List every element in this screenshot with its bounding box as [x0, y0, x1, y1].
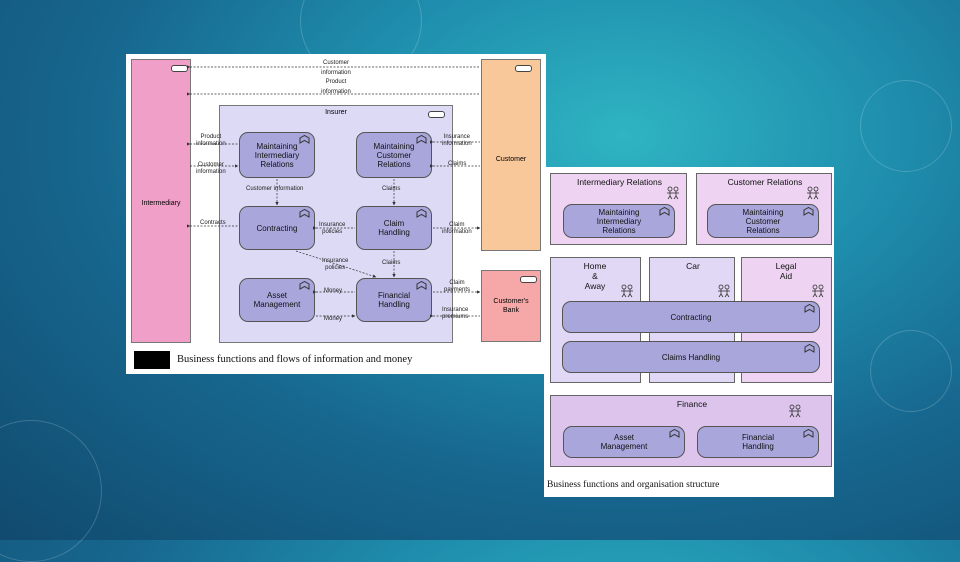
function-maintaining-customer-relations: Maintaining Customer Relations [356, 132, 432, 178]
org-title: Legal Aid [775, 261, 797, 281]
background-circle-4 [0, 420, 102, 562]
function-label: Asset Management [600, 433, 648, 451]
actor-icon [807, 186, 819, 200]
flow-label-customer-information-mid: Customer information [246, 186, 304, 192]
business-function-icon [416, 135, 427, 144]
function-claims-handling: Claims Handling [562, 341, 820, 373]
background-circle-2 [870, 330, 952, 412]
function-label: Contracting [670, 312, 712, 322]
flow-label-customer-information: Customer information [196, 162, 226, 175]
function-label: Claim Handling [378, 219, 410, 237]
role-icon [428, 111, 445, 118]
flow-label-insurance-policies-lower: Insurance policies [322, 258, 349, 271]
business-function-icon [803, 429, 814, 438]
background-circle-1 [860, 80, 952, 172]
intermediary-lane: Intermediary [131, 59, 191, 343]
figure-caption: Business functions and organisation stru… [547, 480, 720, 490]
function-maintaining-customer-relations: Maintaining Customer Relations [707, 204, 819, 238]
org-title: Home & Away [583, 261, 607, 291]
business-function-icon [803, 207, 814, 216]
function-maintaining-intermediary-relations: Maintaining Intermediary Relations [239, 132, 315, 178]
function-label: Maintaining Customer Relations [373, 141, 415, 169]
flow-label-information: information [321, 70, 351, 76]
flow-label-claims: Claims [382, 186, 401, 192]
customers-bank-lane: Customer's Bank [481, 270, 541, 342]
org-finance: Finance Asset Management Financial Handl… [550, 395, 832, 467]
flow-label-insurance-policies: Insurance policies [319, 222, 346, 235]
business-function-icon [669, 429, 680, 438]
org-title: Customer Relations [727, 177, 803, 187]
figure-caption: Business functions and flows of informat… [177, 354, 413, 365]
function-financial-handling: Financial Handling [697, 426, 819, 458]
flow-label-information: information [321, 89, 351, 95]
flow-label-claim-information: Claim information [442, 222, 472, 235]
function-financial-handling: Financial Handling [356, 278, 432, 322]
business-function-icon [299, 281, 310, 290]
function-label: Maintaining Intermediary Relations [596, 207, 642, 235]
business-function-icon [299, 135, 310, 144]
function-contracting: Contracting [239, 206, 315, 250]
org-title: Intermediary Relations [576, 177, 663, 187]
business-function-icon [804, 344, 815, 353]
business-function-icon [804, 304, 815, 313]
business-function-icon [659, 207, 670, 216]
org-intermediary-relations: Intermediary Relations Maintaining Inter… [550, 173, 687, 245]
function-label: Claims Handling [661, 352, 721, 362]
function-label: Maintaining Customer Relations [742, 207, 784, 235]
insurer-label: Insurer [325, 109, 347, 116]
org-title: Car [686, 261, 700, 271]
role-icon [515, 65, 532, 72]
flow-label-claims-right: Claims [448, 161, 467, 167]
business-function-icon [299, 209, 310, 218]
function-asset-management: Asset Management [239, 278, 315, 322]
role-icon [520, 276, 537, 283]
function-label: Financial Handling [741, 433, 774, 451]
intermediary-label: Intermediary [141, 200, 181, 207]
function-label: Maintaining Intermediary Relations [254, 141, 300, 169]
flow-label-product: Product [325, 79, 347, 85]
flow-label-money-bottom: Money [324, 316, 343, 322]
function-contracting: Contracting [562, 301, 820, 333]
business-function-icon [416, 281, 427, 290]
customers-bank-label: Customer's Bank [493, 298, 529, 314]
function-claim-handling: Claim Handling [356, 206, 432, 250]
flow-label-claims-lower: Claims [382, 260, 401, 266]
function-label: Financial Handling [377, 291, 410, 309]
figure-label-redacted [134, 351, 170, 369]
flow-label-customer: Customer [322, 60, 349, 66]
customer-lane: Customer [481, 59, 541, 251]
org-customer-relations: Customer Relations Maintaining Customer … [696, 173, 832, 245]
function-maintaining-intermediary-relations: Maintaining Intermediary Relations [563, 204, 675, 238]
flow-label-insurance-premiums: Insurance premiums [442, 307, 469, 320]
flow-label-claim-payments: Claim payments [444, 280, 471, 293]
customer-label: Customer [495, 156, 527, 163]
actor-icon [812, 284, 824, 298]
flow-arrows [186, 65, 481, 318]
actor-icon [789, 404, 801, 418]
function-label: Asset Management [253, 291, 301, 309]
business-function-icon [416, 209, 427, 218]
org-title: Finance [676, 399, 708, 409]
function-label: Contracting [256, 223, 298, 233]
business-functions-organisation-diagram: Intermediary Relations Maintaining Inter… [544, 167, 834, 497]
actor-icon [667, 186, 679, 200]
flow-label-money-top: Money [324, 288, 343, 294]
flow-label-insurance-information: Insurance information [442, 134, 472, 147]
actor-icon [621, 284, 633, 298]
function-asset-management: Asset Management [563, 426, 685, 458]
business-functions-flows-diagram: Intermediary Customer Customer's Bank In… [126, 54, 546, 374]
flow-label-product-information: Product information [196, 134, 226, 147]
flow-label-contracts: Contracts [200, 220, 226, 226]
actor-icon [718, 284, 730, 298]
